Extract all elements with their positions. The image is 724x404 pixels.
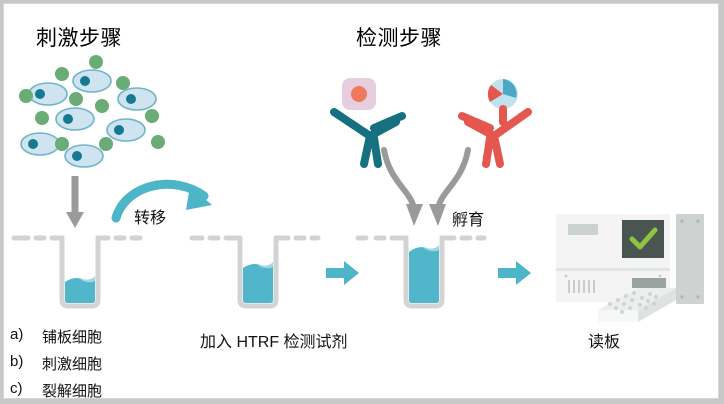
list-item-label: 裂解细胞 [42, 383, 103, 399]
arrow-down-icon [429, 147, 471, 226]
green-dot-icon [69, 92, 83, 106]
green-dot-icon [35, 111, 49, 125]
cell-icon [55, 107, 95, 131]
transfer-label: 转移 [134, 210, 167, 227]
microplate-well-icon [11, 232, 143, 312]
curved-transfer-arrow-icon [111, 172, 222, 230]
green-dot-icon-group [19, 55, 165, 151]
cell-icon-group [20, 69, 157, 168]
check-mark-icon [629, 227, 658, 250]
plate-reader-icon [550, 210, 710, 332]
cell-icon [106, 118, 146, 142]
list-item-label: 铺板细胞 [42, 329, 103, 346]
cell-icon [117, 87, 157, 111]
list-item: c) 裂解细胞 [10, 380, 103, 399]
pink-square-tag-icon [342, 78, 376, 110]
list-item-index: b) [10, 353, 24, 370]
blue-circle-tag-icon [487, 79, 518, 109]
arrow-down-icon [381, 147, 423, 226]
detection-step-title: 检测步骤 [356, 27, 442, 50]
list-item-index: a) [10, 326, 24, 343]
cell-culture-group [18, 55, 178, 176]
arrow-right-icon [498, 260, 532, 286]
stimulation-steps-list: a) 铺板细胞 b) 刺激细胞 c) 裂解细胞 [10, 326, 103, 399]
green-dot-icon [151, 135, 165, 149]
green-dot-icon [89, 55, 103, 69]
incubate-label: 孵育 [452, 212, 485, 229]
microplate-well-icon [189, 232, 321, 312]
cell-icon [64, 144, 104, 168]
list-item: a) 铺板细胞 [10, 326, 102, 347]
microplate-icon [598, 288, 676, 322]
cell-icon [28, 82, 68, 106]
incubation-arrows-group [376, 146, 486, 232]
add-reagent-caption: 加入 HTRF 检测试剂 [200, 334, 348, 351]
green-dot-icon [145, 109, 159, 123]
green-dot-icon [19, 89, 33, 103]
list-item-index: c) [10, 380, 23, 397]
read-plate-caption: 读板 [588, 334, 621, 351]
antibody-donor-icon [322, 76, 418, 168]
stimulation-step-title: 刺激步骤 [36, 27, 122, 50]
green-dot-icon [116, 76, 130, 90]
green-dot-icon [55, 137, 69, 151]
cell-icon [72, 69, 112, 93]
list-item: b) 刺激细胞 [10, 353, 102, 374]
green-dot-icon [99, 137, 113, 151]
green-dot-icon [95, 99, 109, 113]
antibody-acceptor-icon [446, 76, 542, 168]
diagram-canvas: 刺激步骤 检测步骤 [3, 3, 719, 399]
arrow-down-icon [64, 176, 86, 232]
arrow-right-icon [326, 260, 360, 286]
cell-icon [20, 132, 60, 156]
green-dot-icon [55, 67, 69, 81]
list-item-label: 刺激细胞 [42, 356, 103, 373]
microplate-well-icon [355, 232, 487, 312]
